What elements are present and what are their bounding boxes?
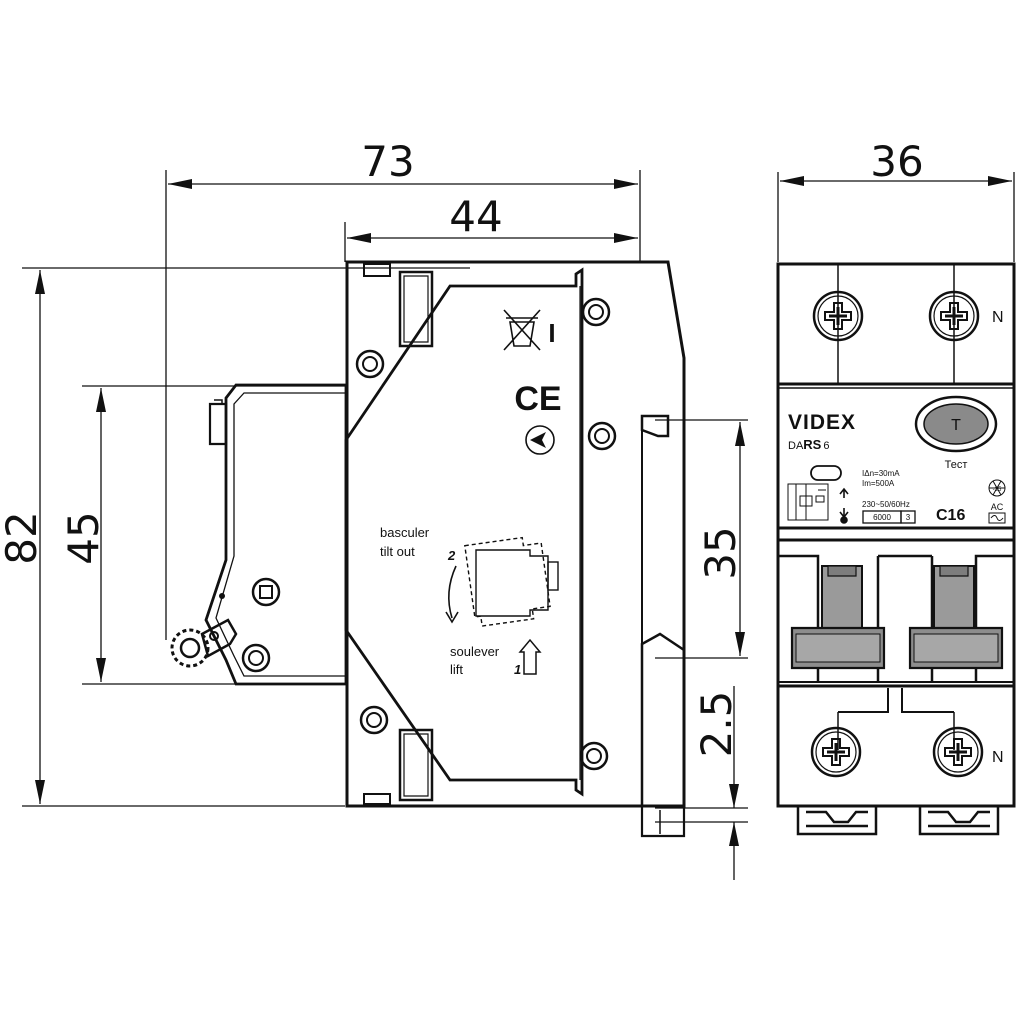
lift-arrow-icon [518,638,542,675]
dim-front-height: 45 [59,511,108,564]
rated-residual-current: IΔn=30mA [862,469,900,478]
trip-indicator-window [810,465,842,481]
status-arrows-icon [839,487,849,524]
neutral-label-bottom: N [992,749,1004,766]
temperature-mark: -25 [993,487,1002,493]
side-toggle-stub [208,402,228,446]
weee-bin-icon [503,309,541,351]
lift-label-en: lift [450,662,463,677]
snowflake-icon [988,479,1006,497]
step-2-label: 2 [447,548,456,563]
dimension-lines [22,170,1015,880]
neutral-label-top: N [992,309,1004,326]
test-button-outer [914,395,998,453]
dim-width: 36 [870,137,923,186]
tilt-label-en: tilt out [380,544,415,559]
type-ac-mark: AC [991,502,1004,512]
certification-mark-icon [525,425,555,455]
step-1-label: 1 [514,662,521,677]
side-din-clip [640,414,686,808]
breaker-handle-left[interactable] [790,565,886,670]
breaker-handle-right[interactable] [908,565,1004,670]
mounting-diagram [464,536,559,627]
rated-voltage: 230~50/60Hz [862,500,910,509]
wiring-schematic-icon [787,483,829,521]
din-clip-right[interactable] [918,806,1000,836]
dim-front-depth: 44 [449,192,502,241]
side-panel [344,267,584,797]
tilt-arrow-icon [448,565,457,619]
dim-rail-thickness: 2.5 [692,691,741,758]
energy-class-box [900,510,916,524]
terminal-screw-bottom-right-icon [932,726,984,778]
energy-class: 3 [906,513,911,522]
test-button-label: T [951,417,961,434]
front-housing [776,262,1016,808]
dim-overall-depth: 73 [361,137,414,186]
lift-label-fr: soulever [450,644,500,659]
side-view: I CE basculer tilt out soulever lift 2 1 [170,260,686,838]
din-clip-left[interactable] [796,806,878,836]
dim-height: 82 [0,511,46,564]
tilt-label-fr: basculer [380,525,430,540]
class-mark: I [548,318,555,348]
test-button[interactable] [923,403,989,445]
current-rating: C16 [936,507,965,524]
terminal-screw-bottom-left-icon [810,726,862,778]
ce-mark: CE [514,380,561,418]
brand-logo: VIDEX [788,411,856,434]
side-adjust-screw [251,577,281,607]
side-housing-outline [345,260,686,808]
side-rotary-knob [170,593,238,668]
breaking-capacity: 6000 [873,513,891,522]
dim-rail-height: 35 [696,526,745,579]
rated-making-current: Im=500A [862,479,895,488]
test-label: Тест [945,459,968,471]
